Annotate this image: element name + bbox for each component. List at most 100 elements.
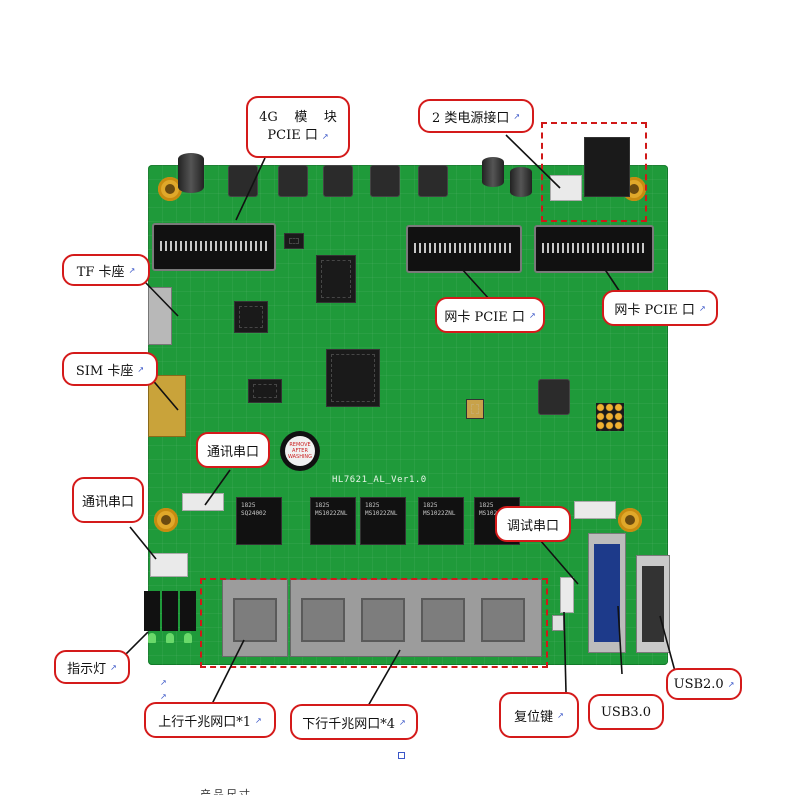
resize-handle xyxy=(398,752,405,759)
pcie-slot-4g xyxy=(152,223,276,271)
callout-downlink-gbe: 下行千兆网口*4 ↗ xyxy=(290,704,418,740)
power-inductor xyxy=(323,165,353,197)
callout-comm-left-text: 通讯串口 xyxy=(81,494,134,510)
callout-usb3-text: USB3.0 xyxy=(600,704,652,720)
reset-button xyxy=(552,615,564,631)
magnetics-code: 1825 xyxy=(479,502,494,509)
indicator-led-housing xyxy=(162,591,178,631)
callout-indicator-light: 指示灯 ↗ xyxy=(54,650,130,684)
indicator-led xyxy=(148,633,156,643)
ethernet-magnetics: 1825 MS1022ZNL xyxy=(360,497,406,545)
callout-4g-module: 4G 模 块 PCIE 口↗ xyxy=(246,96,350,158)
callout-tf-text: TF 卡座 xyxy=(76,264,125,280)
callout-4g-line2-text: PCIE 口 xyxy=(267,127,318,143)
callout-comm-top-text: 通讯串口 xyxy=(206,444,259,460)
marker-glyph: ↗ xyxy=(727,679,735,689)
callout-reset-key: 复位键 ↗ xyxy=(499,692,579,738)
callout-nic-pcie-right: 网卡 PCIE 口 ↗ xyxy=(602,290,718,326)
indicator-led xyxy=(184,633,192,643)
bottom-caption-clipped: 产品尺寸 xyxy=(200,788,252,801)
power-inductor xyxy=(278,165,308,197)
callout-debug-text: 调试串口 xyxy=(506,518,559,534)
stray-marker-glyph: ↗ xyxy=(160,692,167,701)
buzzer-sticker: REMOVE AFTER WASHING xyxy=(285,436,315,466)
power-connector-2pin xyxy=(550,175,582,201)
magnetics-code: 1825 xyxy=(365,502,380,509)
buzzer-sticker-line: AFTER xyxy=(292,448,308,454)
callout-sim-text: SIM 卡座 xyxy=(75,363,134,379)
main-soc xyxy=(326,349,380,407)
leader-indicator xyxy=(123,631,149,657)
magnetics-code: 1825 xyxy=(315,502,330,509)
callout-4g-line2: PCIE 口↗ xyxy=(267,127,328,146)
magnetics-label: 1825 MS1022ZNL xyxy=(365,502,398,518)
magnetics-part: MS1022ZNL xyxy=(365,510,398,517)
callout-power-port: 2 类电源接口 ↗ xyxy=(418,99,534,133)
sim-card-slot xyxy=(148,375,186,437)
callout-4g-line1: 4G 模 块 xyxy=(259,109,337,125)
marker-glyph: ↗ xyxy=(255,715,262,725)
power-inductor xyxy=(228,165,258,197)
debug-serial-connector xyxy=(560,577,574,613)
callout-comm-serial-left: 通讯串口 xyxy=(72,477,144,523)
marker-glyph: ↗ xyxy=(110,662,117,672)
usb2-port xyxy=(636,555,670,653)
pcie-slot-nic-left xyxy=(406,225,522,273)
ethernet-magnetics: 1825 MS1022ZNL xyxy=(418,497,464,545)
rj45-port xyxy=(233,598,277,642)
marker-glyph: ↗ xyxy=(513,111,521,121)
stray-marker-glyph: ↗ xyxy=(160,678,167,687)
callout-comm-serial-top: 通讯串口 xyxy=(196,432,270,468)
callout-usb2: USB2.0 ↗ xyxy=(666,668,742,700)
tf-card-slot xyxy=(148,287,172,345)
callout-indicator-text: 指示灯 xyxy=(67,661,107,677)
power-inductor xyxy=(418,165,448,197)
pin-grid xyxy=(596,403,624,431)
magnetics-part: MS1022ZNL xyxy=(315,510,348,517)
buzzer-sticker-line: REMOVE xyxy=(289,442,311,448)
magnetics-label: 1825 MS1022ZNL xyxy=(315,502,348,518)
ethernet-magnetics: 1825 MS1022ZNL xyxy=(310,497,356,545)
ic-chip-small xyxy=(284,233,304,249)
crystal xyxy=(466,399,484,419)
callout-downlink-text: 下行千兆网口*4 xyxy=(302,716,396,732)
marker-glyph: ↗ xyxy=(528,310,536,320)
comm-serial-connector-left xyxy=(150,553,188,577)
electrolytic-capacitor xyxy=(510,167,532,197)
rj45-port xyxy=(421,598,465,642)
magnetics-label: 1825 SQ24002 xyxy=(241,502,266,518)
rj45-uplink xyxy=(222,579,288,657)
buzzer: REMOVE AFTER WASHING xyxy=(280,431,320,471)
callout-usb3: USB3.0 xyxy=(588,694,664,730)
rj45-port xyxy=(481,598,525,642)
callout-power-text: 2 类电源接口 xyxy=(431,110,510,126)
callout-usb2-text: USB2.0 xyxy=(673,676,724,692)
pcie-slot-nic-right xyxy=(534,225,654,273)
ethernet-magnetics: 1825 SQ24002 xyxy=(236,497,282,545)
power-inductor xyxy=(538,379,570,415)
mounting-hole xyxy=(154,508,178,532)
magnetics-label: 1825 MS1022ZNL xyxy=(423,502,456,518)
indicator-led-housing xyxy=(180,591,196,631)
callout-nic-right-text: 网卡 PCIE 口 xyxy=(614,302,695,318)
ic-chip xyxy=(248,379,282,403)
marker-glyph: ↗ xyxy=(137,364,145,374)
electrolytic-capacitor xyxy=(178,153,204,193)
rj45-port xyxy=(301,598,345,642)
flash-chip xyxy=(316,255,356,303)
callout-uplink-text: 上行千兆网口*1 xyxy=(158,714,252,730)
buzzer-sticker-line: WASHING xyxy=(287,454,313,460)
callout-debug-serial: 调试串口 xyxy=(495,506,571,542)
pcb-board: REMOVE AFTER WASHING HL7621_AL_Ver1.0 18… xyxy=(144,137,670,665)
callout-uplink-gbe: 上行千兆网口*1 ↗ xyxy=(144,702,276,738)
electrolytic-capacitor xyxy=(482,157,504,187)
magnetics-part: SQ24002 xyxy=(241,510,267,517)
rj45-downlink-block xyxy=(290,579,542,657)
debug-serial-header-top xyxy=(574,501,616,519)
indicator-led-housing xyxy=(144,591,160,631)
marker-glyph: ↗ xyxy=(698,303,706,313)
marker-glyph: ↗ xyxy=(321,131,329,141)
ic-chip xyxy=(234,301,268,333)
callout-sim-slot: SIM 卡座 ↗ xyxy=(62,352,158,386)
